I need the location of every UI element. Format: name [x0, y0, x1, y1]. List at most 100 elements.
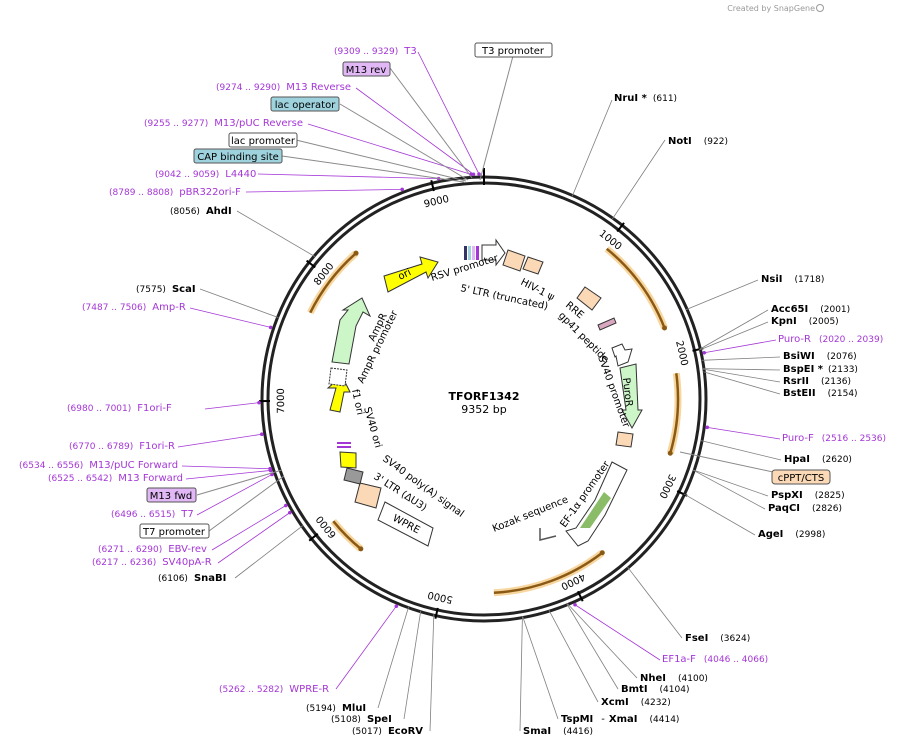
enzyme-leader — [566, 603, 619, 690]
orf-arrow-tip — [599, 550, 605, 556]
enzyme-label-acc65i: Acc65I(2001) — [771, 304, 850, 315]
feature-m13-rev: M13 rev — [342, 61, 391, 77]
primer-leader — [211, 505, 287, 551]
enzyme-label-mlui: (5194)MluI — [306, 703, 366, 714]
primer-label-puro-r: Puro-R(2020 .. 2039) — [778, 334, 883, 345]
feature-sv40-promoter-arrow — [611, 343, 633, 367]
feature-sv40-ori-stripes — [337, 442, 351, 448]
feature-lac-promoter-label: lac promoter — [231, 136, 296, 147]
primer-leader — [189, 307, 271, 328]
snapgene-logo — [816, 4, 824, 12]
f1-ori-label: f1 ori — [349, 388, 365, 416]
primer-label-m13puc-reverse: (9255 .. 9277)M13/pUC Reverse — [144, 118, 303, 129]
primer-site-mark — [268, 325, 273, 330]
enzyme-label-fsei: FseI(3624) — [685, 633, 750, 644]
enzyme-leader — [567, 603, 638, 679]
enzyme-label-smai: SmaI(4416) — [523, 726, 593, 737]
enzyme-label-agei: AgeI(2998) — [758, 529, 825, 540]
feature-kozak-mark — [539, 528, 557, 541]
feature-3ltr-box — [354, 482, 382, 509]
feature-t7-promoter: T7 promoter — [139, 523, 210, 539]
orf-arc — [605, 247, 666, 329]
enzyme-label-noti: NotI(922) — [668, 136, 728, 147]
primer-label-ef1a-f: EF1a-F(4046 .. 4066) — [662, 654, 768, 665]
primer-leader — [196, 474, 273, 516]
orf-arc — [669, 373, 680, 454]
primer-leader — [185, 470, 271, 480]
primer-leader — [574, 604, 661, 661]
enzyme-leader — [702, 368, 781, 383]
feature-lac-operator-label: lac operator — [275, 100, 336, 111]
enzyme-leader — [699, 309, 769, 350]
enzyme-leader — [429, 614, 435, 732]
enzyme-label-scai: (7575)ScaI — [136, 284, 196, 295]
primer-site-mark — [284, 503, 288, 508]
feature-lac-cluster-marks — [464, 246, 479, 260]
enzyme-label-nsii: NsiI(1718) — [761, 274, 824, 285]
tick-label: 9000 — [423, 194, 450, 211]
feature-gp41-box — [597, 317, 617, 331]
enzyme-leader — [377, 606, 410, 709]
enzyme-leader — [693, 469, 769, 497]
tick-label: 7000 — [276, 388, 287, 414]
enzyme-label-ecorv: (5017)EcoRV — [352, 726, 423, 737]
enzyme-label-hpai: HpaI(2620) — [784, 454, 852, 465]
orf-arrow-tip — [662, 325, 668, 331]
kozak-label: Kozak sequence — [491, 494, 570, 534]
enzyme-label-pspxi: PspXI(2825) — [771, 490, 845, 501]
primer-label-m13-forward: (6525 .. 6542)M13 Forward — [48, 473, 183, 484]
primer-sites — [177, 51, 781, 690]
feature-ampr-arrow — [331, 297, 372, 365]
orf-arrow-tip — [353, 250, 359, 256]
feature-t7-promoter-label: T7 promoter — [142, 527, 206, 538]
feature-m13-fwd: M13 fwd — [146, 487, 197, 503]
primer-site-mark — [477, 172, 481, 176]
primer-site-mark — [705, 425, 710, 430]
enzyme-leader — [234, 525, 304, 579]
primer-label-f1ori-f: (6980 .. 7001)F1ori-F — [67, 403, 172, 414]
primer-site-mark — [394, 604, 399, 609]
feature-cppt-cts: cPPT/CTS — [771, 469, 831, 485]
tick-mark — [616, 222, 625, 233]
feature-cap-binding-site-label: CAP binding site — [197, 152, 279, 163]
primer-label-ebv-rev: (6271 .. 6290)EBV-rev — [98, 544, 207, 555]
primer-label-l4440: (9042 .. 9059)L4440 — [155, 169, 256, 180]
enzyme-leader — [702, 368, 781, 371]
enzyme-label-xcmi: XcmI(4232) — [601, 697, 671, 708]
orf-arc-glow — [493, 549, 605, 597]
feature-puror-arrow — [619, 363, 643, 430]
enzyme-leader — [199, 288, 279, 319]
feature-ori-arrow — [383, 256, 439, 293]
enzyme-leader — [693, 469, 766, 510]
feature-wpre-box — [377, 501, 434, 547]
plasmid-size: 9352 bp — [461, 403, 506, 416]
enzyme-leader — [627, 566, 683, 639]
enzyme-sites — [199, 99, 782, 732]
enzyme-label-tspmi-xmai: TspMI-XmaI(4414) — [561, 714, 679, 725]
enzyme-labels: NruI *(611) NotI(922) NsiI(1718) Acc65I(… — [136, 93, 858, 737]
tick-mark — [576, 590, 584, 602]
orf-arrow-tip — [358, 546, 364, 552]
primer-leader — [704, 339, 777, 354]
enzyme-leader — [403, 610, 422, 720]
enzyme-label-bsiwi: BsiWI(2076) — [783, 351, 857, 362]
plasmid-name: TFORF1342 — [449, 390, 520, 403]
feature-t3-promoter-label: T3 promoter — [481, 46, 545, 57]
enzyme-label-kpni: KpnI(2005) — [771, 316, 839, 327]
enzyme-label-ahdi: (8056)AhdI — [170, 206, 232, 217]
enzyme-leader — [611, 139, 666, 220]
feature-hiv-psi-box — [522, 256, 544, 275]
orf-arc — [309, 252, 357, 314]
feature-lac-promoter: lac promoter — [228, 132, 298, 148]
primer-leader — [335, 605, 397, 690]
primer-label-t7: (6496 .. 6515)T7 — [111, 509, 194, 520]
enzyme-label-bsteii: BstEII(2154) — [783, 388, 858, 399]
enzyme-leader — [703, 371, 781, 395]
feature-rre-box — [576, 286, 602, 311]
primer-site-mark — [400, 187, 404, 192]
primer-site-mark — [288, 510, 292, 515]
primer-leader — [177, 433, 262, 448]
primer-leader — [217, 512, 291, 564]
enzyme-label-nhei: NheI(4100) — [640, 673, 708, 684]
